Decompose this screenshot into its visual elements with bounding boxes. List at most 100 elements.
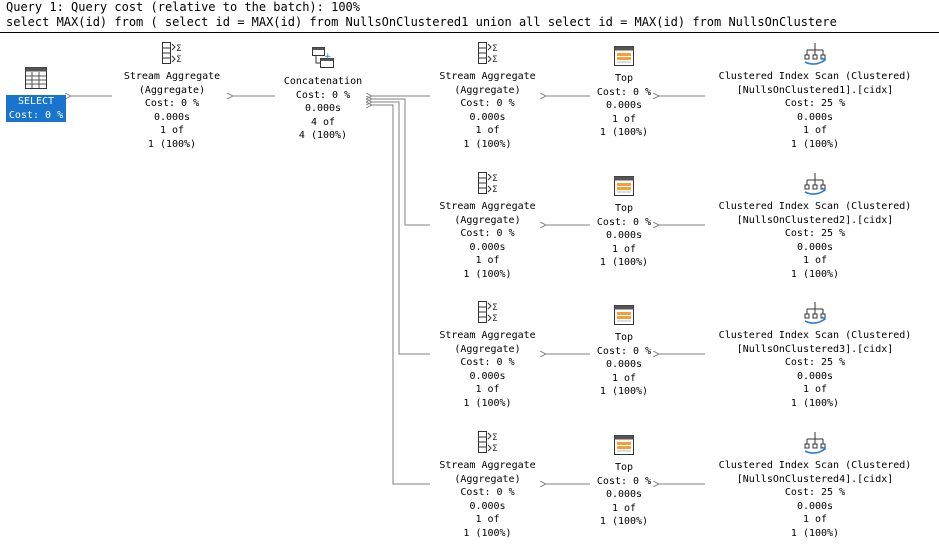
operator-cost: Cost: 0 % bbox=[144, 98, 200, 109]
operator-name: Top bbox=[614, 332, 634, 343]
operator-cost: Cost: 0 % bbox=[460, 487, 515, 498]
branch-clustered-index-scan-1[interactable]: Clustered Index Scan (Clustered) [NullsO… bbox=[705, 41, 925, 151]
operator-cost: Cost: 0 % bbox=[596, 475, 652, 487]
svg-text:+: + bbox=[324, 52, 332, 62]
select-label: SELECT bbox=[17, 96, 55, 107]
operator-subtype: (Aggregate) bbox=[454, 343, 521, 355]
branch-stream-aggregate-3[interactable]: Σ Σ Stream Aggregate (Aggregate) Cost: 0… bbox=[430, 300, 545, 410]
operator-rows-pct: 1 (100%) bbox=[599, 257, 649, 268]
operator-subtype: (Aggregate) bbox=[454, 473, 521, 485]
branch-top-operator-2[interactable]: Top Cost: 0 % 0.000s 1 of 1 (100%) bbox=[590, 175, 658, 270]
operator-rows: 1 of bbox=[611, 243, 637, 255]
branch-stream-aggregate-4[interactable]: Σ Σ Stream Aggregate (Aggregate) Cost: 0… bbox=[430, 430, 545, 540]
operator-rows-pct: 1 (100%) bbox=[147, 138, 197, 150]
operator-rows-pct: 1 (100%) bbox=[790, 138, 840, 150]
operator-rows-pct: 1 (100%) bbox=[463, 397, 512, 409]
operator-time: 0.000s bbox=[605, 489, 643, 500]
branch-clustered-index-scan-3[interactable]: Clustered Index Scan (Clustered) [NullsO… bbox=[705, 300, 925, 410]
operator-time: 0.000s bbox=[796, 111, 834, 123]
concatenation-operator[interactable]: + Concatenation Cost: 0 % 0.000s 4 of 4 … bbox=[275, 46, 371, 143]
operator-rows: 1 of bbox=[475, 514, 500, 525]
select-cost: Cost: 0 % bbox=[8, 109, 64, 121]
operator-cost: Cost: 0 % bbox=[295, 89, 351, 101]
branch-clustered-index-scan-2[interactable]: Clustered Index Scan (Clustered) [NullsO… bbox=[705, 171, 925, 281]
result-grid-icon bbox=[25, 67, 47, 89]
branch-top-operator-4[interactable]: Top Cost: 0 % 0.000s 1 of 1 (100%) bbox=[590, 434, 658, 529]
top-operator-icon bbox=[614, 46, 634, 66]
operator-cost: Cost: 25 % bbox=[784, 357, 846, 368]
operator-name: Top bbox=[614, 462, 634, 473]
operator-cost: Cost: 0 % bbox=[596, 86, 652, 98]
svg-text:Σ: Σ bbox=[492, 303, 498, 313]
top-operator-icon bbox=[614, 176, 634, 196]
svg-text:Σ: Σ bbox=[176, 44, 182, 54]
branch-clustered-index-scan-4[interactable]: Clustered Index Scan (Clustered) [NullsO… bbox=[705, 430, 925, 540]
svg-text:Σ: Σ bbox=[492, 55, 498, 65]
stream-aggregate-icon: Σ Σ bbox=[477, 172, 498, 195]
operator-rows-pct: 1 (100%) bbox=[463, 527, 512, 539]
svg-text:Σ: Σ bbox=[176, 55, 182, 65]
branch-stream-aggregate-1[interactable]: Σ Σ Stream Aggregate (Aggregate) Cost: 0… bbox=[430, 41, 545, 151]
operator-subtype: (Aggregate) bbox=[454, 214, 521, 226]
operator-object: [NullsOnClustered2].[cidx] bbox=[736, 214, 894, 226]
stream-aggregate-icon: Σ Σ bbox=[162, 42, 182, 65]
operator-object: [NullsOnClustered1].[cidx] bbox=[736, 84, 894, 96]
operator-name: Clustered Index Scan (Clustered) bbox=[718, 460, 912, 471]
operator-rows-pct: 1 (100%) bbox=[599, 386, 649, 397]
select-highlight: SELECT Cost: 0 % bbox=[5, 95, 67, 122]
operator-name: Stream Aggregate bbox=[439, 330, 536, 341]
operator-cost: Cost: 0 % bbox=[460, 98, 515, 109]
operator-cost: Cost: 25 % bbox=[784, 487, 846, 498]
operator-rows-pct: 1 (100%) bbox=[599, 127, 649, 138]
clustered-index-scan-icon bbox=[804, 432, 827, 454]
operator-time: 0.000s bbox=[469, 111, 506, 123]
operator-rows: 1 of bbox=[611, 502, 637, 514]
operator-time: 0.000s bbox=[796, 370, 834, 382]
operator-name: Stream Aggregate bbox=[439, 71, 536, 82]
root-stream-aggregate[interactable]: Σ Σ Stream Aggregate (Aggregate) Cost: 0… bbox=[112, 41, 232, 151]
svg-text:Σ: Σ bbox=[492, 314, 498, 324]
operator-name: Stream Aggregate bbox=[439, 201, 536, 212]
concatenation-icon: + bbox=[312, 47, 334, 68]
select-operator[interactable]: SELECT Cost: 0 % bbox=[2, 66, 70, 122]
svg-text:Σ: Σ bbox=[492, 185, 498, 195]
operator-name: Clustered Index Scan (Clustered) bbox=[718, 330, 912, 341]
operator-cost: Cost: 0 % bbox=[596, 345, 652, 357]
operator-time: 0.000s bbox=[469, 500, 506, 512]
operator-rows: 1 of bbox=[611, 113, 637, 125]
svg-text:Σ: Σ bbox=[492, 174, 498, 184]
operator-name: Clustered Index Scan (Clustered) bbox=[718, 201, 912, 212]
connector-concat-branch4 bbox=[371, 105, 430, 485]
operator-subtype: (Aggregate) bbox=[454, 84, 521, 96]
clustered-index-scan-icon bbox=[804, 302, 827, 324]
operator-time: 0.000s bbox=[605, 230, 643, 241]
operator-rows-pct: 1 (100%) bbox=[599, 516, 649, 527]
stream-aggregate-icon: Σ Σ bbox=[477, 42, 498, 65]
operator-time: 0.000s bbox=[796, 241, 834, 253]
operator-name: Concatenation bbox=[283, 76, 363, 87]
operator-time: 0.000s bbox=[153, 111, 191, 123]
operator-name: Stream Aggregate bbox=[439, 460, 536, 471]
operator-object: [NullsOnClustered3].[cidx] bbox=[736, 343, 894, 355]
branch-top-operator-3[interactable]: Top Cost: 0 % 0.000s 1 of 1 (100%) bbox=[590, 304, 658, 399]
branch-top-operator-1[interactable]: Top Cost: 0 % 0.000s 1 of 1 (100%) bbox=[590, 45, 658, 140]
operator-cost: Cost: 0 % bbox=[596, 216, 652, 228]
svg-text:Σ: Σ bbox=[492, 433, 498, 443]
operator-rows: 1 of bbox=[802, 125, 828, 136]
operator-name: Clustered Index Scan (Clustered) bbox=[718, 71, 912, 82]
header-divider bbox=[0, 32, 939, 33]
operator-time: 0.000s bbox=[469, 370, 506, 382]
operator-name: Top bbox=[614, 203, 634, 214]
operator-rows-pct: 1 (100%) bbox=[790, 397, 840, 409]
operator-rows: 1 of bbox=[611, 372, 637, 384]
query-cost-header: Query 1: Query cost (relative to the bat… bbox=[6, 0, 361, 14]
operator-rows: 1 of bbox=[802, 255, 828, 266]
operator-rows: 1 of bbox=[475, 125, 500, 136]
operator-time: 0.000s bbox=[304, 103, 342, 114]
operator-rows: 4 of bbox=[310, 116, 336, 128]
operator-cost: Cost: 25 % bbox=[784, 228, 846, 239]
branch-stream-aggregate-2[interactable]: Σ Σ Stream Aggregate (Aggregate) Cost: 0… bbox=[430, 171, 545, 281]
operator-rows-pct: 1 (100%) bbox=[463, 138, 512, 150]
operator-rows: 1 of bbox=[802, 384, 828, 395]
